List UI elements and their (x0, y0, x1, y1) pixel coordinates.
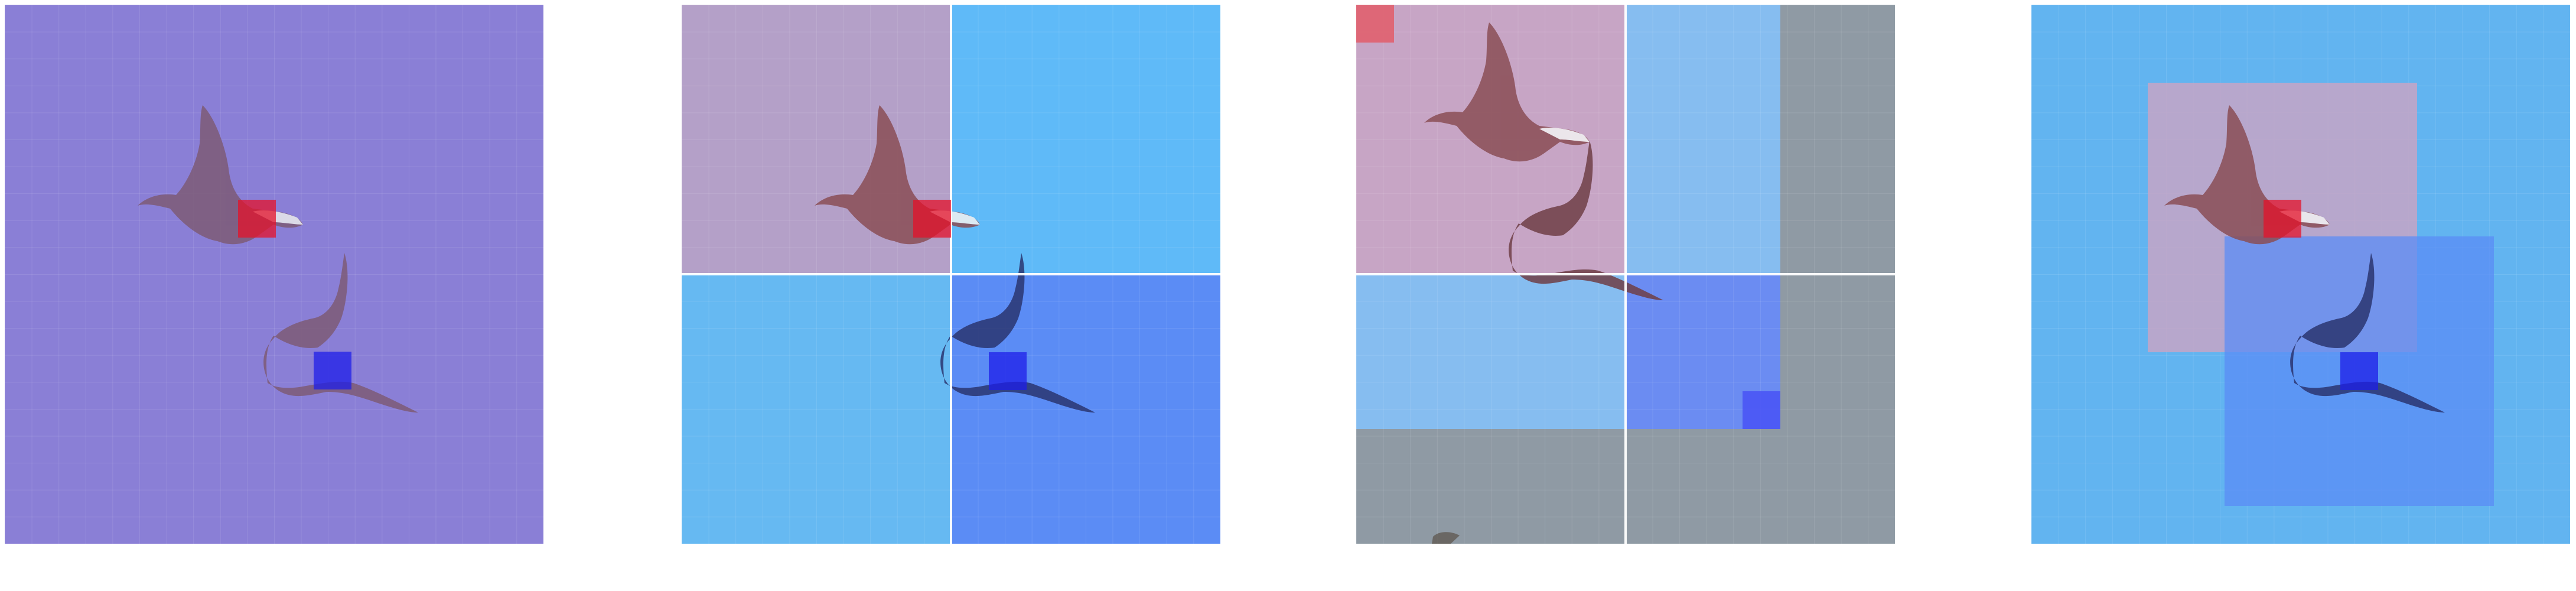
eagle-lower (1509, 141, 1663, 300)
eagle-upper (1424, 22, 1590, 162)
blue-corner-marker (1743, 391, 1780, 429)
region-bottom-left (1356, 274, 1626, 429)
eagle-tail-partial (1432, 532, 1460, 544)
panel-quadrant-split (682, 5, 1220, 544)
eagle-lower (263, 253, 418, 413)
blue-center-marker (989, 352, 1027, 390)
panel-overlapping-crops (2031, 5, 2570, 544)
eagle-lower (940, 253, 1095, 413)
panel-single-crop (5, 5, 543, 544)
red-center-marker (913, 200, 951, 238)
red-center-marker (2264, 200, 2301, 238)
region-bottom-left (682, 274, 951, 544)
eagles-illustration (1424, 22, 1663, 544)
eagle-upper (2164, 105, 2330, 245)
blue-center-marker (2340, 352, 2378, 390)
eagles-illustration (138, 105, 418, 413)
region-top-right (951, 5, 1220, 274)
horizontal-seam (1356, 273, 1895, 275)
region-top-right (1626, 5, 1780, 274)
panel-shifted-grid (1356, 5, 1895, 544)
eagle-upper (138, 105, 303, 245)
horizontal-seam (682, 273, 1220, 275)
red-corner-marker (1356, 5, 1394, 43)
red-center-marker (238, 200, 276, 238)
eagle-upper (815, 105, 980, 245)
eagles-illustration (2164, 105, 2445, 413)
blue-center-marker (314, 352, 351, 389)
eagle-lower (2290, 253, 2445, 413)
